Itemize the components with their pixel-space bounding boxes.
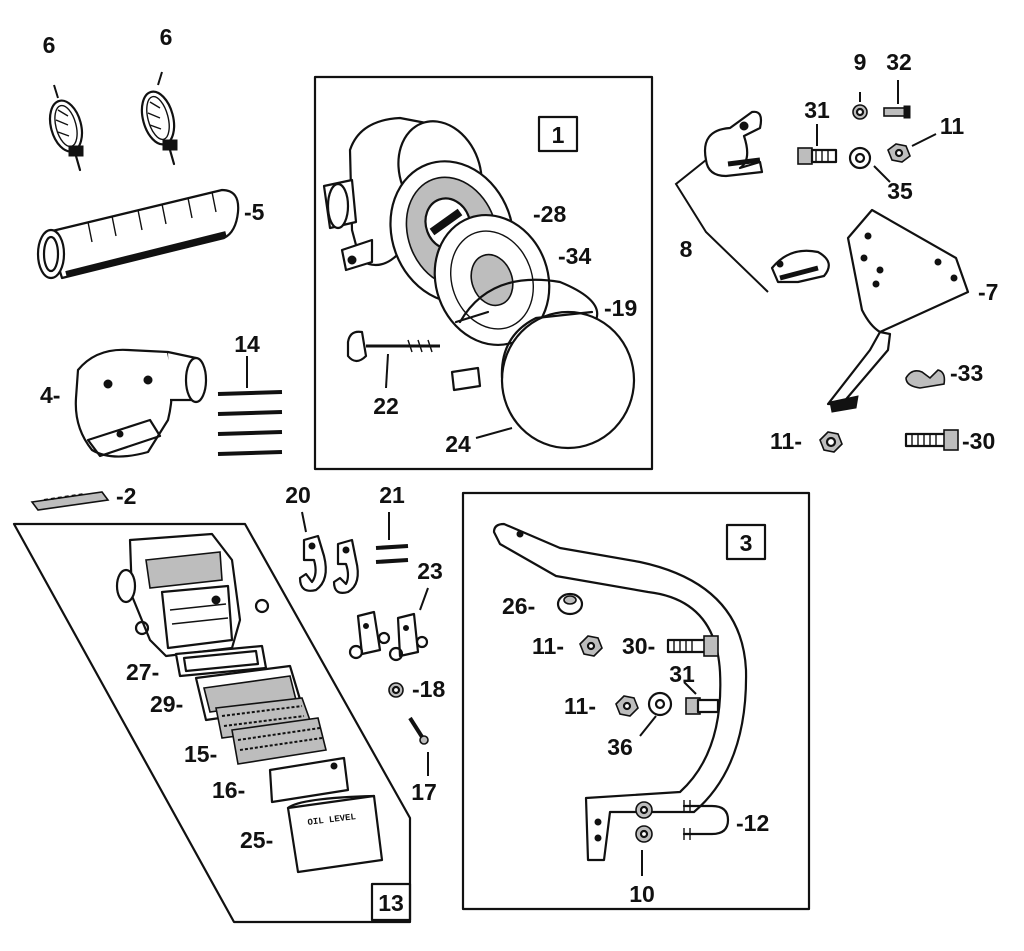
label-28: -28 [533, 201, 566, 227]
brackets-23 [348, 610, 429, 662]
leader-31b [683, 681, 697, 695]
label-11d: 11- [564, 693, 596, 719]
box-label-13: 13 [378, 890, 404, 916]
leader-24 [475, 427, 513, 439]
bolt-30-box3 [666, 635, 719, 657]
label-31a: 31 [804, 97, 830, 123]
hose-clamp-left [48, 99, 84, 172]
u-bolt-12 [682, 800, 730, 840]
leader-6b [157, 71, 163, 86]
bolt-30-top [904, 429, 959, 451]
leader-6a [53, 84, 59, 99]
oil-bath-housing [115, 532, 270, 658]
label-24: 24 [445, 431, 471, 457]
label-21: 21 [379, 482, 405, 508]
label-20: 20 [285, 482, 311, 508]
p-clip-large [703, 110, 764, 178]
label-14: 14 [234, 331, 260, 357]
callout-labels: 6 6 -5 14 4- -2 -28 -34 -19 22 24 9 32 3… [40, 24, 998, 907]
oil-bowl [454, 278, 599, 324]
leader-35 [873, 165, 891, 183]
wing-nut-33 [905, 369, 946, 389]
box-label-1: 1 [552, 122, 565, 148]
label-35: 35 [887, 178, 913, 204]
bracket-8 [674, 159, 769, 293]
label-6b: 6 [160, 24, 173, 50]
label-5: -5 [244, 199, 265, 225]
rubber-26 [556, 592, 584, 616]
screw-17 [408, 716, 429, 745]
gasket-16 [268, 756, 350, 804]
bowl-cup [450, 310, 636, 450]
label-2: -2 [116, 483, 136, 509]
mounting-bracket-7 [826, 208, 970, 413]
label-22: 22 [373, 393, 399, 419]
label-19: -19 [604, 295, 637, 321]
label-30a: -30 [962, 428, 995, 454]
group-box-13: 13 [12, 522, 412, 924]
label-15: 15- [184, 741, 217, 767]
filter-15 [231, 717, 327, 765]
box-label-3: 3 [740, 530, 753, 556]
long-bolts [217, 390, 283, 456]
air-intake-elbow [74, 348, 208, 458]
label-30b: 30- [622, 633, 655, 659]
label-11b: 11- [770, 428, 802, 454]
label-33: -33 [950, 360, 983, 386]
label-23: 23 [417, 558, 443, 584]
washer-35 [848, 146, 872, 170]
label-18: -18 [412, 676, 445, 702]
small-plate [30, 491, 110, 511]
label-4: 4- [40, 382, 60, 408]
leader-11a [911, 133, 937, 147]
label-25: 25- [240, 827, 273, 853]
label-7: -7 [978, 279, 998, 305]
group-box-3: 3 [461, 491, 811, 911]
leader-23 [419, 587, 429, 611]
label-17: 17 [411, 779, 437, 805]
group-box-1: 1 [313, 75, 654, 471]
oil-bath-bowl-25: OIL LEVEL [286, 794, 384, 874]
nut-11-mid [819, 431, 843, 453]
nuts-10 [635, 801, 653, 843]
label-12: -12 [736, 810, 769, 836]
air-hose [36, 188, 240, 280]
label-10: 10 [629, 881, 655, 907]
hose-clamp-right [140, 90, 178, 166]
label-16: 16- [212, 777, 245, 803]
pins-21 [375, 544, 409, 564]
retaining-pin [346, 330, 440, 363]
bolt-31-top [797, 147, 838, 165]
label-6a: 6 [43, 32, 56, 58]
nut-9 [852, 104, 868, 120]
label-36: 36 [607, 734, 633, 760]
label-8: 8 [680, 236, 693, 262]
washer-36 [647, 691, 673, 717]
label-32: 32 [886, 49, 912, 75]
filter-ring [433, 213, 551, 347]
nut-11-box3b [615, 695, 639, 717]
nut-11-top [887, 143, 911, 163]
label-27: 27- [126, 659, 159, 685]
label-11a: 11 [940, 113, 965, 139]
label-31b: 31 [669, 661, 695, 687]
label-26: 26- [502, 593, 535, 619]
support-bar [492, 522, 748, 862]
nut-18 [388, 682, 404, 698]
label-34: -34 [558, 243, 591, 269]
label-9: 9 [854, 49, 867, 75]
nut-11-box3a [579, 635, 603, 657]
clip-20 [298, 534, 359, 594]
bolt-31-box3 [685, 697, 720, 715]
label-11c: 11- [532, 633, 564, 659]
label-29: 29- [150, 691, 183, 717]
leader-20 [301, 511, 307, 533]
leader-22 [385, 353, 389, 389]
p-clip-small [770, 249, 830, 284]
leader-36 [639, 715, 657, 737]
screw-32 [883, 105, 911, 119]
